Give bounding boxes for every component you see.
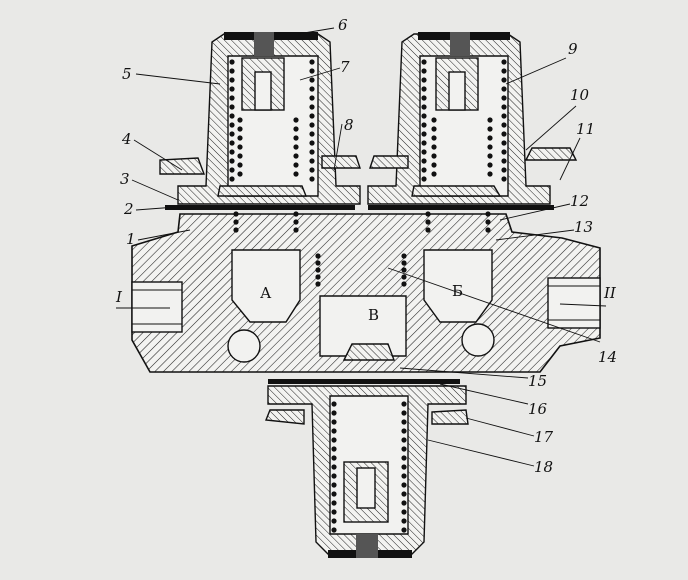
label-part-1: 1 [126, 230, 136, 248]
label-part-14: 14 [598, 348, 617, 366]
spring-lower-left [331, 401, 337, 533]
spring-chamber-b-right [485, 211, 491, 233]
spring-chamber-a-left [233, 211, 239, 233]
spring-chamber-b-left [425, 211, 431, 233]
label-part-13: 13 [574, 218, 593, 236]
label-port-left: I [115, 288, 123, 306]
spring-upper-right-inner-right [487, 117, 493, 177]
upper-left-cap [159, 32, 361, 205]
label-chamber-b: Б [452, 282, 463, 300]
label-part-10: 10 [570, 86, 590, 104]
upper-diaphragm-left [165, 205, 355, 210]
label-part-5: 5 [122, 65, 132, 83]
upper-diaphragm-right [368, 205, 554, 210]
label-part-7: 7 [340, 58, 350, 76]
label-chamber-c: В [368, 306, 379, 324]
lower-diaphragm [268, 379, 460, 384]
lower-cap [265, 343, 469, 558]
label-port-right: II [603, 284, 617, 302]
label-part-15: 15 [528, 372, 547, 390]
spring-upper-left-inner-left [237, 117, 243, 177]
spring-upper-left-outer-right [309, 59, 315, 182]
spring-upper-right-outer-left [421, 59, 427, 182]
left-bolt-hole [227, 329, 261, 363]
leader-lines [116, 27, 607, 467]
spring-upper-left-inner-right [293, 117, 299, 177]
label-part-6: 6 [338, 16, 348, 34]
label-part-12: 12 [570, 192, 589, 210]
label-part-4: 4 [121, 130, 132, 148]
label-part-2: 2 [123, 200, 134, 218]
chamber-c-cavity [319, 295, 407, 357]
label-part-3: 3 [120, 170, 130, 188]
label-part-18: 18 [534, 458, 553, 476]
spring-chamber-a-right [293, 211, 299, 233]
label-part-9: 9 [568, 40, 578, 58]
chamber-b-cavity [423, 249, 493, 323]
label-chamber-a: А [260, 284, 272, 302]
spring-center-left [315, 253, 321, 287]
spring-center-right [401, 253, 407, 287]
label-part-16: 16 [528, 400, 548, 418]
spring-lower-right [401, 401, 407, 533]
spring-upper-left-outer-left [229, 59, 235, 182]
spring-upper-right-outer-right [501, 59, 507, 182]
upper-right-cap [367, 32, 578, 205]
label-part-17: 17 [534, 428, 554, 446]
right-bolt-hole [461, 323, 495, 357]
label-part-8: 8 [344, 116, 354, 134]
label-part-11: 11 [576, 120, 595, 138]
spring-upper-right-inner-left [431, 117, 437, 177]
springs-group [229, 59, 507, 533]
chamber-a-cavity [231, 249, 301, 323]
